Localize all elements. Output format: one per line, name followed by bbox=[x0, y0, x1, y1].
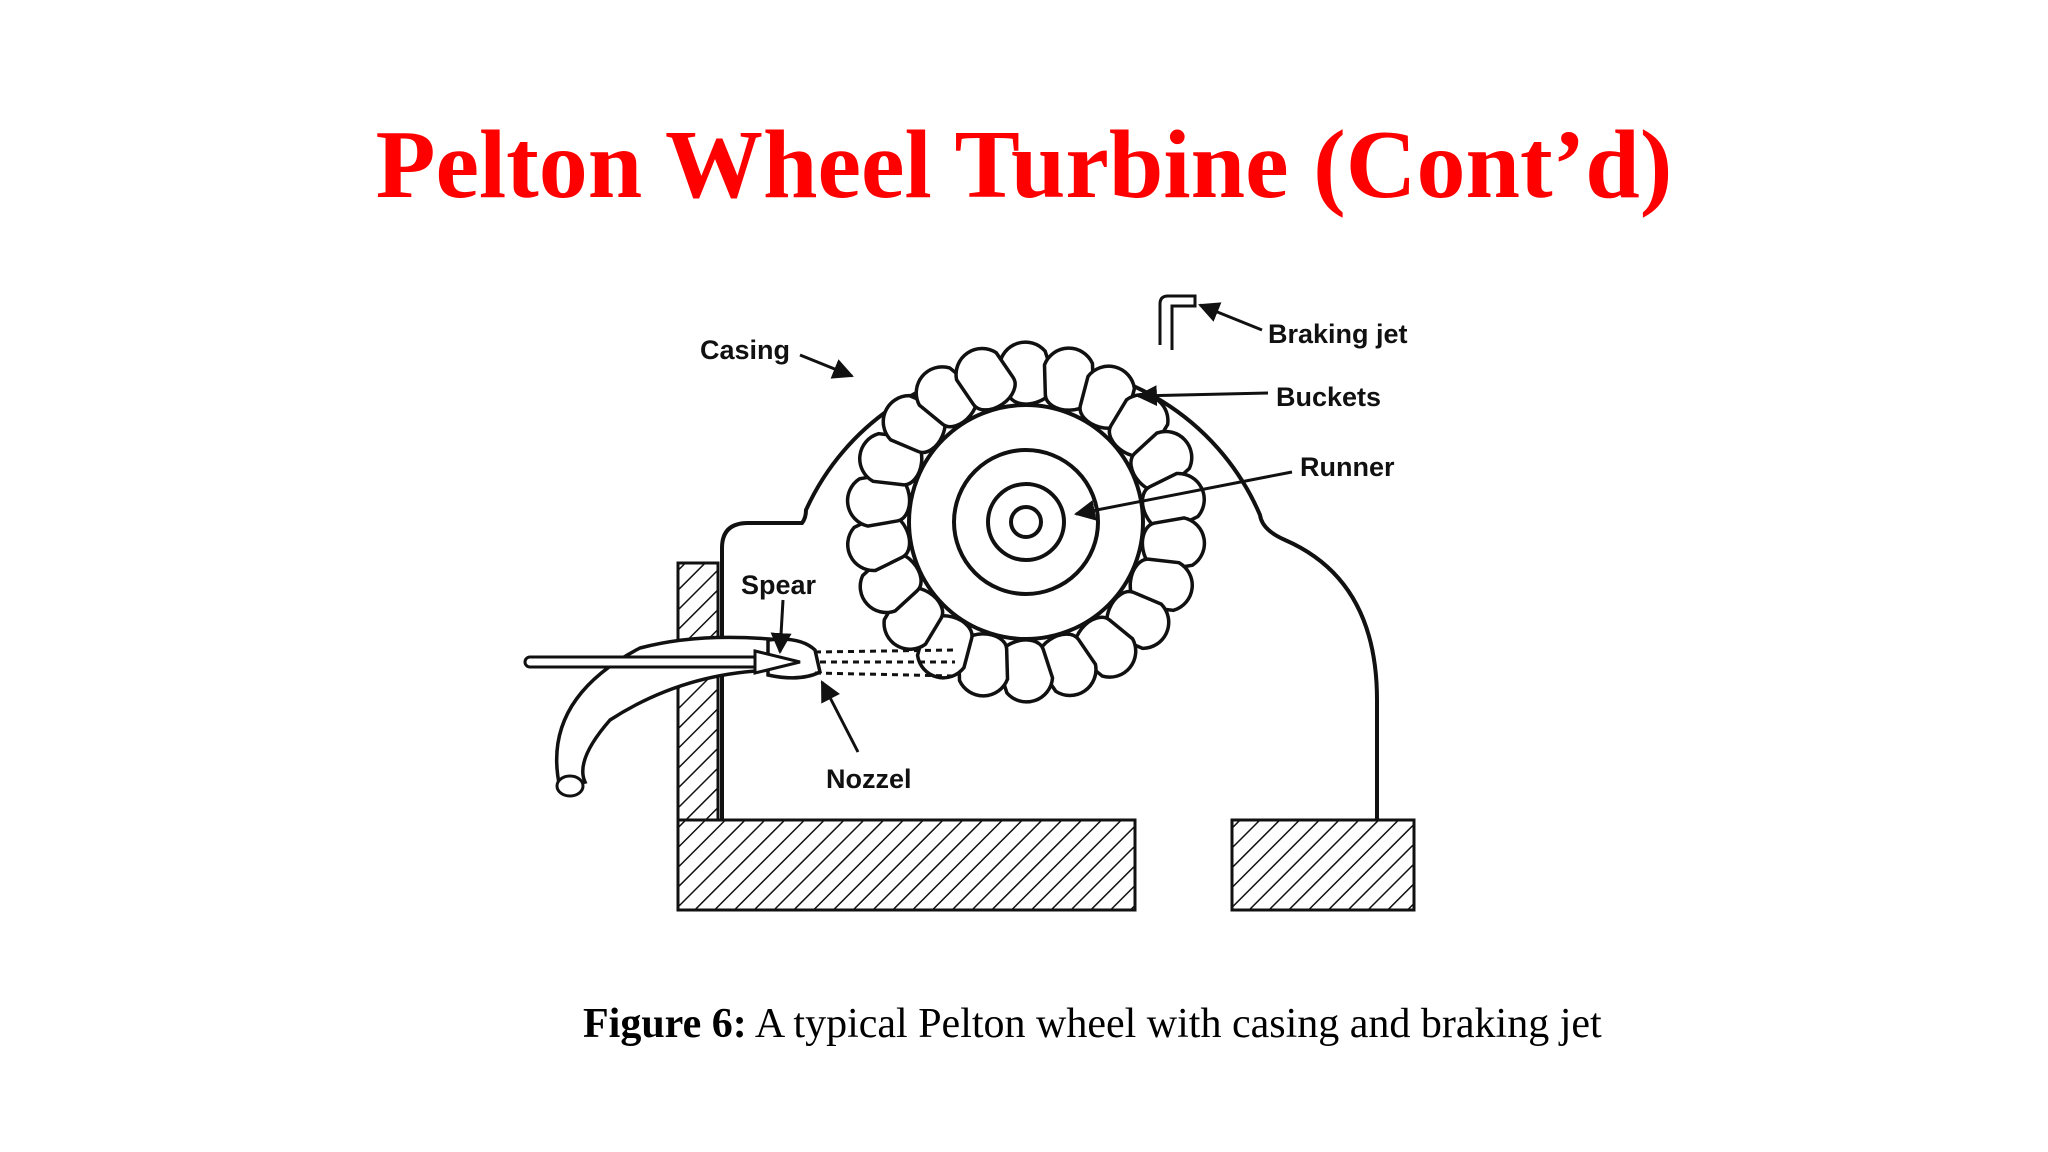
braking-jet-arrow bbox=[1198, 302, 1263, 332]
figure-caption-number: Figure 6: bbox=[583, 1001, 747, 1047]
nozzle-label: Nozzel bbox=[826, 764, 912, 794]
water-jet bbox=[814, 648, 956, 678]
buckets-ring bbox=[845, 340, 1207, 704]
foundation-right bbox=[1230, 818, 1416, 912]
runner-shaft bbox=[1009, 505, 1043, 539]
buckets-arrow bbox=[1135, 385, 1269, 407]
braking-jet-label: Braking jet bbox=[1268, 319, 1408, 349]
buckets-label: Buckets bbox=[1276, 382, 1381, 412]
runner-label: Runner bbox=[1300, 452, 1395, 482]
spear-rod bbox=[523, 655, 767, 669]
supply-pipe-end bbox=[555, 774, 585, 798]
nozzle-arrow bbox=[820, 680, 860, 753]
runner-disc bbox=[907, 403, 1145, 641]
foundation-left bbox=[676, 818, 1137, 912]
side-wall bbox=[676, 561, 720, 822]
figure-caption-text: A typical Pelton wheel with casing and b… bbox=[746, 1001, 1602, 1047]
casing-arrow bbox=[799, 353, 854, 379]
spear-tip bbox=[753, 649, 801, 675]
braking-jet-pipe bbox=[1158, 294, 1197, 350]
casing-label: Casing bbox=[700, 335, 790, 365]
spear-label: Spear bbox=[741, 570, 817, 600]
runner-arrow bbox=[1073, 470, 1293, 521]
figure-caption: Figure 6: A typical Pelton wheel with ca… bbox=[583, 1000, 1602, 1048]
bucket bbox=[954, 346, 1017, 412]
runner-ring bbox=[952, 448, 1100, 596]
slide-title: Pelton Wheel Turbine (Cont’d) bbox=[375, 111, 1673, 219]
spear-arrow bbox=[770, 599, 792, 655]
runner-hub bbox=[986, 482, 1066, 562]
